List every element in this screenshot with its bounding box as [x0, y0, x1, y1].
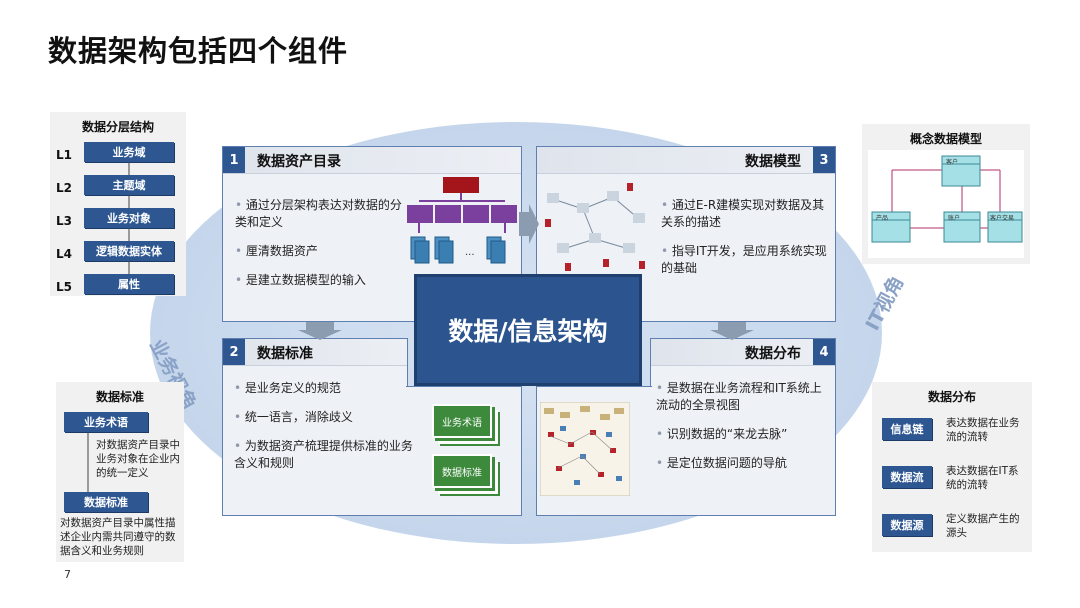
bullet: 统一语言，消除歧义 [234, 409, 414, 426]
standard-description: 对数据资产目录中属性描述企业内需共同遵守的数据含义和业务规则 [60, 517, 176, 557]
bullet: 厘清数据资产 [235, 243, 405, 260]
panel-title: 数据模型 [745, 154, 801, 170]
panel-title: 数据标准 [257, 346, 313, 362]
page-number: 7 [64, 568, 71, 581]
bullet: 通过E-R建模实现对数据及其关系的描述 [661, 197, 827, 231]
standard-label: 数据标准 [64, 492, 148, 512]
arrow-down-icon [710, 322, 754, 340]
bullet: 为数据资产梳理提供标准的业务含义和规则 [234, 438, 414, 472]
level-name: 主题域 [84, 175, 174, 195]
data-standard-box: 数据标准 业务术语 对数据资产目录中业务对象在企业内的统一定义 数据标准 对数据… [56, 382, 184, 562]
panel-title: 数据资产目录 [257, 154, 341, 170]
panel-number: 2 [223, 339, 245, 365]
panel-data-standard: 2 数据标准 [222, 338, 408, 516]
panel-bullets: 是业务定义的规范 统一语言，消除歧义 为数据资产梳理提供标准的业务含义和规则 [234, 380, 414, 484]
er-diagram-illustration [545, 183, 645, 271]
entity-label: 产品 [876, 215, 889, 222]
level-code: L5 [56, 280, 72, 294]
box-title: 概念数据模型 [909, 132, 982, 146]
level-code: L4 [56, 247, 72, 261]
panel-number: 4 [813, 339, 835, 365]
bullet: 是数据在业务流程和IT系统上流动的全景视图 [656, 380, 832, 414]
data-flow-label: 数据流 [882, 466, 932, 488]
level-code: L2 [56, 181, 72, 195]
data-layer-structure-box: 数据分层结构 L1 业务域 L2 主题域 L3 业务对象 L4 逻辑数据实体 L… [50, 112, 186, 296]
svg-text:...: ... [465, 247, 475, 258]
panel-header: 1 数据资产目录 [223, 147, 521, 174]
box-title: 数据分层结构 [81, 120, 154, 134]
hierarchy-illustration: ... [407, 177, 517, 264]
panel-bullets: 通过E-R建模实现对数据及其关系的描述 指导IT开发，是应用系统实现的基础 [661, 197, 827, 289]
panel-header: 数据分布 4 [651, 339, 835, 366]
info-chain-label: 信息链 [882, 418, 932, 440]
panel-title: 数据分布 [745, 346, 801, 362]
panel-data-asset-catalog: 1 数据资产目录 通过分层架构表达对数据的分类和定义 厘清数据资产 是建立数据模… [222, 146, 522, 322]
term-card: 业务术语 [432, 404, 492, 438]
arrow-down-icon [298, 322, 342, 340]
panel-header: 2 数据标准 [223, 339, 407, 366]
concept-data-model-box: 概念数据模型 客户 产品 账户 客户交易 [862, 124, 1030, 264]
data-source-desc: 定义数据产生的源头 [946, 513, 1020, 539]
bullet: 是建立数据模型的输入 [235, 272, 405, 289]
bullet: 指导IT开发，是应用系统实现的基础 [661, 243, 827, 277]
level-name: 业务对象 [84, 208, 174, 228]
entity-label: 账户 [948, 215, 961, 222]
entity-label: 客户 [946, 159, 959, 166]
level-code: L1 [56, 148, 72, 162]
center-data-architecture: 数据/信息架构 [414, 274, 642, 386]
panel-number: 3 [813, 147, 835, 173]
page-title: 数据架构包括四个组件 [48, 34, 349, 68]
panel-bullets: 通过分层架构表达对数据的分类和定义 厘清数据资产 是建立数据模型的输入 [235, 197, 405, 301]
term-description: 对数据资产目录中业务对象在企业内的统一定义 [96, 439, 180, 479]
entity-label: 客户交易 [990, 215, 1015, 222]
data-source-label: 数据源 [882, 514, 932, 536]
term-label: 业务术语 [64, 412, 148, 432]
panel-bullets: 是数据在业务流程和IT系统上流动的全景视图 识别数据的“来龙去脉” 是定位数据问… [656, 380, 832, 484]
box-title: 数据分布 [927, 390, 976, 404]
bullet: 是定位数据问题的导航 [656, 455, 832, 472]
level-name: 逻辑数据实体 [84, 241, 174, 261]
connector-line [87, 432, 89, 494]
data-flow-desc: 表达数据在IT系统的流转 [946, 465, 1019, 491]
bullet: 识别数据的“来龙去脉” [656, 426, 832, 443]
arrow-right-icon [519, 204, 539, 244]
box-title: 数据标准 [95, 390, 144, 404]
standard-card: 数据标准 [432, 454, 492, 488]
level-code: L3 [56, 214, 72, 228]
data-distribution-box: 数据分布 信息链 表达数据在业务流的流转 数据流 表达数据在IT系统的流转 数据… [872, 382, 1032, 552]
bullet: 是业务定义的规范 [234, 380, 414, 397]
data-flow-map-illustration [540, 402, 630, 496]
panel-header: 数据模型 3 [537, 147, 835, 174]
bullet: 通过分层架构表达对数据的分类和定义 [235, 197, 405, 231]
panel-data-model: 数据模型 3 通过E-R建模实现对数据及其关系的描述 指导IT开发，是应用系统实… [536, 146, 836, 322]
level-connectors [128, 162, 130, 274]
level-name: 属性 [84, 274, 174, 294]
info-chain-desc: 表达数据在业务流的流转 [946, 417, 1020, 443]
panel-number: 1 [223, 147, 245, 173]
concept-model-diagram [868, 150, 1024, 258]
level-name: 业务域 [84, 142, 174, 162]
